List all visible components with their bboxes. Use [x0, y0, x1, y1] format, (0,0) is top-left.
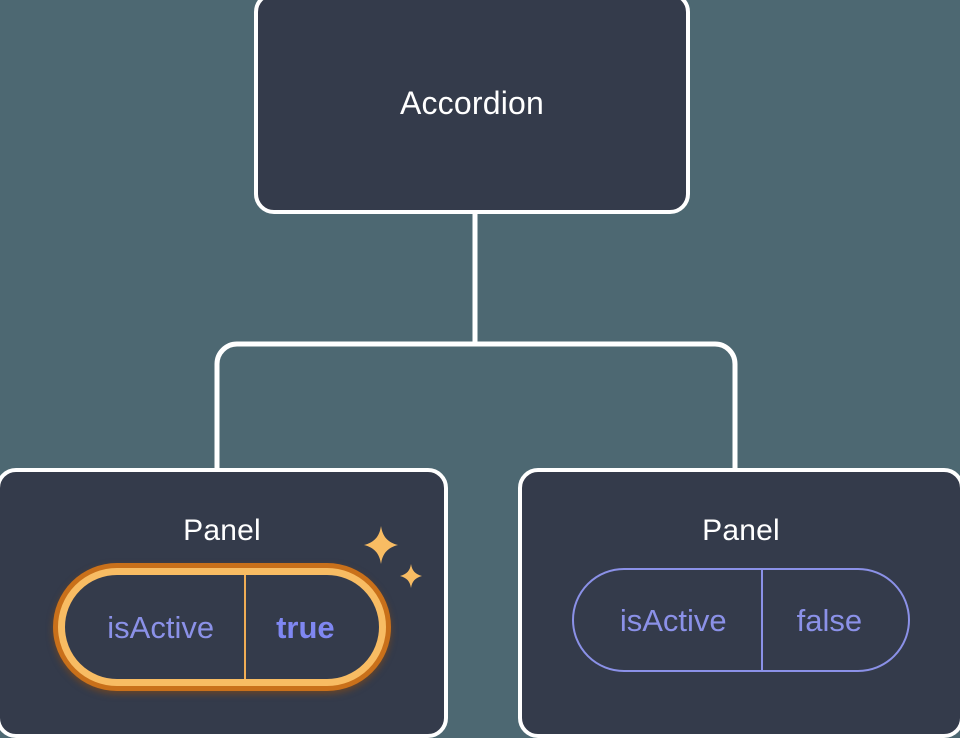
- connector-branch-left: [214, 341, 475, 470]
- prop-key-label: isActive: [574, 570, 763, 670]
- node-panel-left[interactable]: Panel isActive true: [0, 468, 448, 738]
- prop-value-label: true: [276, 609, 335, 645]
- sparkle-large-icon: [363, 526, 398, 564]
- sparkle-small-icon: [399, 564, 422, 588]
- node-panel-left-label: Panel: [183, 514, 261, 547]
- connector-branch-right: [475, 341, 738, 470]
- prop-pill-right-wrap: isActive false: [571, 568, 911, 672]
- node-accordion[interactable]: Accordion: [254, 0, 690, 214]
- prop-pill-isactive-true[interactable]: isActive true: [58, 568, 386, 686]
- prop-pill-isactive-false[interactable]: isActive false: [571, 568, 911, 672]
- node-panel-right[interactable]: Panel isActive false: [518, 468, 960, 738]
- prop-key-label: isActive: [65, 575, 247, 679]
- prop-pill-left-wrap: isActive true: [58, 526, 422, 686]
- prop-value-label: false: [796, 602, 863, 638]
- node-panel-right-label: Panel: [702, 514, 780, 547]
- node-accordion-label: Accordion: [399, 85, 545, 121]
